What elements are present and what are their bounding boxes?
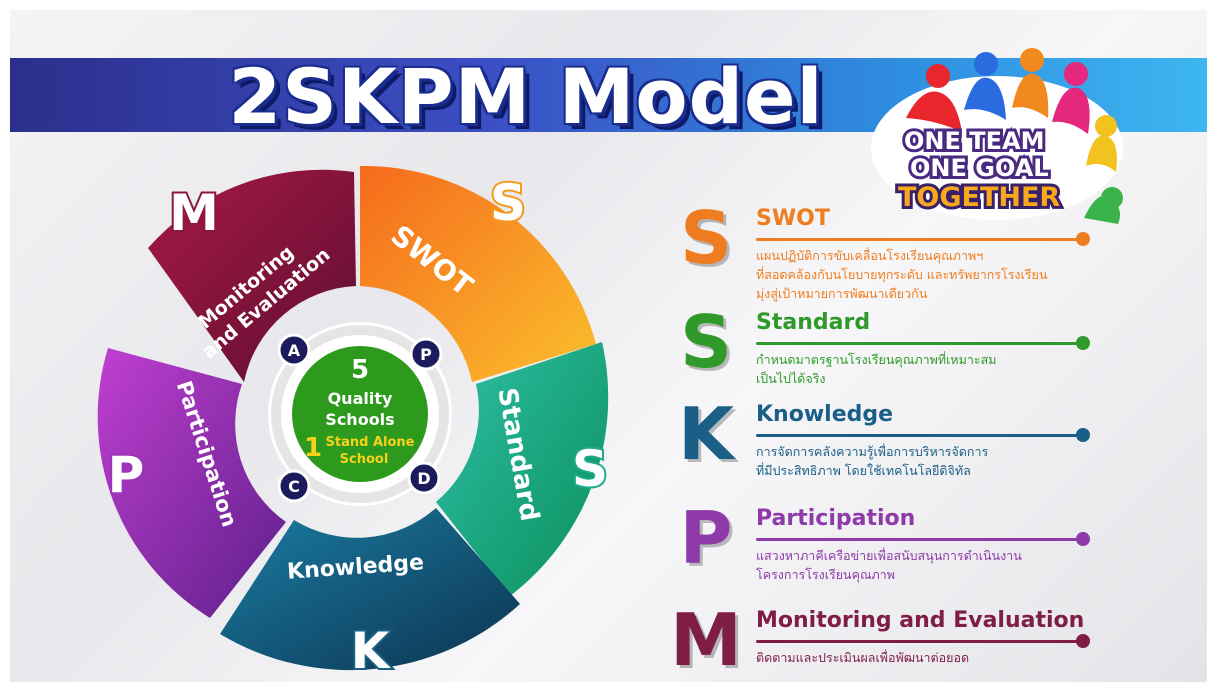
logo-line3: TOGETHER xyxy=(898,182,1060,213)
svg-text:A: A xyxy=(288,341,301,360)
pillar-description: แสวงหาภาคีเครือข่ายเพื่อสนับสนุนการดำเนิ… xyxy=(756,548,1022,582)
pillar-letter: P xyxy=(679,496,733,580)
wheel-letter-s1: S xyxy=(490,174,526,232)
pillar-divider xyxy=(756,538,1080,541)
segment-participation xyxy=(97,348,286,618)
center-number: 5 xyxy=(351,355,369,385)
pillar-title: Participation xyxy=(756,506,916,531)
pillar-description: การจัดการคลังความรู้เพื่อการบริหารจัดการ… xyxy=(756,444,989,478)
pillar-dot xyxy=(1076,532,1090,546)
cycle-d-badge: D xyxy=(407,461,441,495)
cycle-ring xyxy=(271,325,449,503)
pillar-dot xyxy=(1076,232,1090,246)
page-title: 2SKPM Model xyxy=(228,51,824,141)
pillar-dot xyxy=(1076,336,1090,350)
wheel-letter-s2: S xyxy=(572,440,608,498)
one-team-logo: ONE TEAM ONE GOAL TOGETHER xyxy=(871,48,1123,224)
segment-standard xyxy=(436,342,609,596)
pillar-divider xyxy=(756,238,1080,241)
pillar-dot xyxy=(1076,428,1090,442)
center-school: School xyxy=(340,452,389,467)
pillar-letter: M xyxy=(670,598,742,682)
cycle-p-badge: P xyxy=(409,337,443,371)
pillar-letter: K xyxy=(678,392,734,476)
svg-text:D: D xyxy=(417,469,430,488)
cycle-a-badge: A xyxy=(277,333,311,367)
center-circle xyxy=(292,346,428,482)
segment-swot xyxy=(360,165,596,382)
logo-line1: ONE TEAM xyxy=(904,127,1044,155)
pillar-description: ติดตามและประเมินผลเพื่อพัฒนาต่อยอด xyxy=(756,650,970,665)
cycle-c-badge: C xyxy=(277,469,311,503)
wheel-letter-p: P xyxy=(108,446,145,504)
pillar-letter: S xyxy=(680,196,732,280)
pillar-letter: S xyxy=(680,300,732,384)
pillar-divider xyxy=(756,342,1080,345)
segment-monitoring xyxy=(148,169,356,382)
pillar-divider xyxy=(756,434,1080,437)
pillar-title: Knowledge xyxy=(756,402,894,427)
center-one: 1 xyxy=(304,433,322,463)
skpm-wheel-diagram: 5 Quality Schools 1 Stand Alone School A… xyxy=(97,165,610,682)
pillar-dot xyxy=(1076,634,1090,648)
pillar-title: Standard xyxy=(756,310,871,335)
logo-line2: ONE GOAL xyxy=(910,154,1049,182)
svg-text:C: C xyxy=(288,477,300,496)
center-schools: Schools xyxy=(325,410,394,429)
wheel-letter-k: K xyxy=(351,622,392,680)
paper-background: 2SKPM Model ONE TEAM ONE GOAL TOGETHER xyxy=(10,10,1207,682)
pillar-description: แผนปฏิบัติการขับเคลื่อนโรงเรียนคุณภาพฯ ท… xyxy=(756,248,1048,301)
center-stand-alone: Stand Alone xyxy=(326,435,415,450)
pillar-title: Monitoring and Evaluation xyxy=(756,608,1085,633)
svg-text:P: P xyxy=(420,345,432,364)
pillar-title: SWOT xyxy=(756,206,830,231)
wheel-letter-m: M xyxy=(169,184,219,242)
pillar-divider xyxy=(756,640,1080,643)
pillar-description: กำหนดมาตรฐานโรงเรียนคุณภาพที่เหมาะสม เป็… xyxy=(756,352,997,386)
center-quality: Quality xyxy=(328,389,393,408)
segment-knowledge xyxy=(220,508,520,671)
people-icon xyxy=(906,48,1123,224)
